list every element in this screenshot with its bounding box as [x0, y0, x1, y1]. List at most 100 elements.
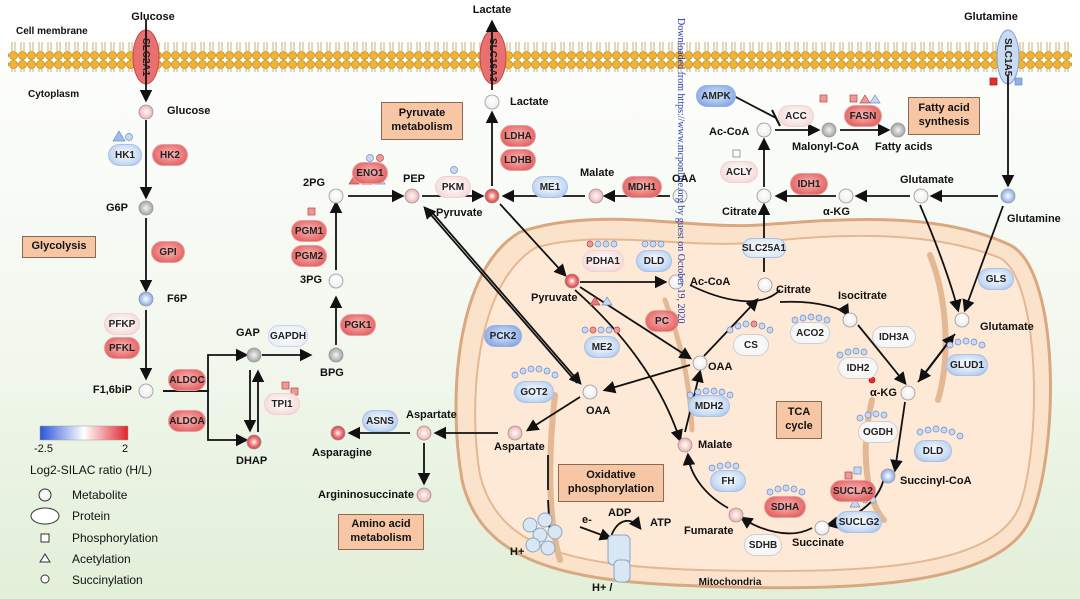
- legend-protein-label: Protein: [72, 509, 111, 523]
- pfkp-protein: PFKP: [104, 313, 140, 335]
- legend-acetylation-label: Acetylation: [72, 552, 131, 566]
- aco2-protein: ACO2: [790, 322, 830, 344]
- ldha-protein: LDHA: [500, 125, 536, 147]
- tpi1-protein: TPI1: [264, 393, 300, 415]
- dld-protein: DLD: [636, 250, 672, 272]
- atp-label: ATP: [650, 517, 672, 529]
- hk2-protein: HK2: [152, 144, 188, 166]
- legend-metabolite-label: Metabolite: [72, 488, 128, 502]
- pfkl-protein: PFKL: [104, 337, 140, 359]
- fatty-acid-synthesis-box: Fatty acid synthesis: [908, 97, 980, 135]
- sucla2-protein: SUCLA2: [830, 480, 876, 502]
- download-watermark: Downloaded from https://www.mcponline.or…: [675, 18, 686, 324]
- extracellular-glutamine-label: Glutamine: [964, 11, 1018, 23]
- hplus-label-2: H+ /: [592, 582, 613, 594]
- m-glutamate-label: Glutamate: [980, 321, 1034, 333]
- idh3a-protein: IDH3A: [872, 326, 916, 348]
- hplus-label-1: H+: [510, 546, 525, 558]
- argininosuccinate-label: Argininosuccinate: [318, 489, 414, 501]
- ldhb-protein: LDHB: [500, 149, 536, 171]
- m-succinate-label: Succinate: [792, 537, 844, 549]
- malonylcoa-label: Malonyl-CoA: [792, 141, 860, 153]
- pc-protein: PC: [645, 310, 679, 332]
- hk1-protein: HK1: [108, 144, 142, 166]
- cytoplasm-label: Cytoplasm: [28, 89, 80, 100]
- acetylation-symbol: [39, 553, 51, 563]
- citrate-label: Citrate: [722, 206, 757, 218]
- gpi-protein: GPI: [151, 241, 185, 263]
- color-scale-bar: [39, 425, 129, 441]
- acoa-label: Ac-CoA: [709, 126, 750, 138]
- slc16a3-label: SLC16A3: [487, 38, 498, 82]
- ampk-protein: AMPK: [696, 85, 736, 107]
- m-oaa2-label: OAA: [586, 405, 611, 417]
- malate-label: Malate: [580, 167, 615, 179]
- protein-symbol: [30, 507, 60, 525]
- glutamine-label: Glutamine: [1007, 213, 1061, 225]
- pyruvate-label: Pyruvate: [436, 207, 483, 219]
- m-isocitrate-label: Isocitrate: [838, 290, 887, 302]
- oxidative-phosphorylation-box: Oxidative phosphorylation: [558, 464, 664, 502]
- ogdh-protein: OGDH: [858, 421, 898, 443]
- legend-phosphorylation-label: Phosphorylation: [72, 531, 159, 545]
- m-succcoa-label: Succinyl-CoA: [900, 475, 972, 487]
- suclg2-protein: SUCLG2: [836, 511, 882, 533]
- me2-protein: ME2: [584, 336, 620, 358]
- fasn-protein: FASN: [844, 105, 882, 127]
- amino-acid-metabolism-box: Amino acid metabolism: [338, 514, 424, 550]
- asparagine-label: Asparagine: [312, 447, 372, 459]
- acc-protein: ACC: [778, 105, 814, 127]
- mdh1-protein: MDH1: [622, 176, 662, 198]
- aspartate-label: Aspartate: [406, 409, 457, 421]
- mitochondria-label: Mitochondria: [698, 577, 762, 588]
- f6p-label: F6P: [167, 293, 188, 305]
- glud1-protein: GLUD1: [946, 354, 988, 376]
- aldoa-protein: ALDOA: [168, 410, 206, 432]
- m-acoa-label: Ac-CoA: [690, 276, 731, 288]
- got2-protein: GOT2: [514, 381, 554, 403]
- tca-cycle-box: TCA cycle: [776, 401, 822, 439]
- m-fumarate-label: Fumarate: [684, 525, 734, 537]
- m-aspartate-label: Aspartate: [494, 441, 545, 453]
- gapdh-protein: GAPDH: [268, 325, 308, 347]
- aldoc-protein: ALDOC: [168, 369, 206, 391]
- idh1-protein: IDH1: [790, 173, 828, 195]
- g6p-label: G6P: [106, 202, 129, 214]
- acly-protein: ACLY: [720, 161, 758, 183]
- extracellular-lactate-label: Lactate: [472, 4, 512, 16]
- asns-protein: ASNS: [362, 410, 398, 432]
- extracellular-glucose-label: Glucose: [131, 11, 175, 23]
- m-akg-label: α-KG: [870, 387, 897, 399]
- legend-succinylation-label: Succinylation: [72, 573, 143, 587]
- slc2a1-label: SLC2A1: [140, 38, 151, 77]
- sdhb-protein: SDHB: [744, 534, 782, 556]
- gap-label: GAP: [236, 327, 260, 339]
- 2pg-label: 2PG: [302, 177, 325, 189]
- pdha1-protein: PDHA1: [582, 250, 624, 272]
- fh-protein: FH: [710, 470, 746, 492]
- me1-protein: ME1: [532, 176, 568, 198]
- eminus-label: e-: [582, 514, 592, 526]
- electron-transport-complex: [522, 512, 631, 583]
- scale-max-label: 2: [122, 443, 129, 455]
- oaa-label: OAA: [672, 173, 697, 185]
- cell-membrane-label: Cell membrane: [16, 26, 88, 37]
- pgm1-protein: PGM1: [291, 220, 327, 242]
- succinylation-symbol: [40, 574, 50, 584]
- slc1a5-label: SLC1A5: [1002, 38, 1013, 77]
- dhap-label: DHAP: [236, 455, 268, 467]
- phosphorylation-symbol: [40, 533, 50, 543]
- fattyacids-label: Fatty acids: [875, 141, 933, 153]
- mdh2-protein: MDH2: [688, 395, 730, 417]
- pep-label: PEP: [403, 173, 426, 185]
- m-citrate-label: Citrate: [776, 284, 811, 296]
- adp-label: ADP: [608, 507, 632, 519]
- pck2-protein: PCK2: [484, 325, 522, 347]
- metabolite-nodes: [138, 94, 1016, 536]
- pkm-protein: PKM: [435, 176, 471, 198]
- bpg-label: BPG: [320, 367, 344, 379]
- pgk1-protein: PGK1: [340, 314, 376, 336]
- legend-graphics: [30, 425, 129, 584]
- pyruvate-metabolism-box: Pyruvate metabolism: [381, 102, 463, 140]
